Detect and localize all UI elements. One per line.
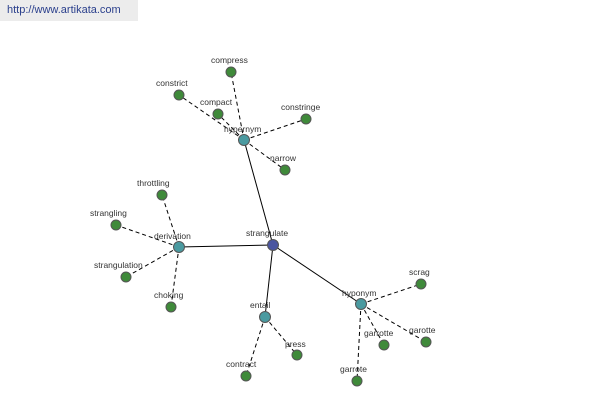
node-garrotte1[interactable] bbox=[378, 339, 390, 351]
node-label-strangulate: strangulate bbox=[246, 228, 288, 238]
node-label-garrotte1: garrotte bbox=[364, 328, 394, 338]
node-entail[interactable] bbox=[259, 311, 271, 323]
edge-derivation-strangulation bbox=[125, 246, 180, 278]
node-circle-compress[interactable] bbox=[225, 66, 237, 78]
edge-strangulate-derivation bbox=[178, 244, 274, 248]
node-strangulate[interactable] bbox=[267, 239, 279, 251]
node-label-garotte: garotte bbox=[409, 325, 436, 335]
node-circle-garrotte1[interactable] bbox=[378, 339, 390, 351]
node-strangulation[interactable] bbox=[120, 271, 132, 283]
edge-hypernym-narrow bbox=[243, 139, 286, 171]
node-circle-derivation[interactable] bbox=[173, 241, 185, 253]
node-circle-throttling[interactable] bbox=[156, 189, 168, 201]
node-label-entail: entail bbox=[250, 300, 270, 310]
edge-entail-press bbox=[264, 316, 298, 356]
node-strangling[interactable] bbox=[110, 219, 122, 231]
node-circle-scrag[interactable] bbox=[415, 278, 427, 290]
edge-hypernym-compact bbox=[217, 113, 245, 141]
node-circle-constringe[interactable] bbox=[300, 113, 312, 125]
edge-hypernym-constringe bbox=[243, 118, 307, 141]
node-derivation[interactable] bbox=[173, 241, 185, 253]
node-garrote[interactable] bbox=[351, 375, 363, 387]
node-label-press: press bbox=[285, 339, 306, 349]
node-narrow[interactable] bbox=[279, 164, 291, 176]
node-circle-constrict[interactable] bbox=[173, 89, 185, 101]
node-garotte[interactable] bbox=[420, 336, 432, 348]
url-banner[interactable]: http://www.artikata.com bbox=[0, 0, 138, 21]
edge-hypernym-constrict bbox=[178, 94, 245, 141]
edge-hyponym-garotte bbox=[360, 303, 427, 343]
node-circle-strangulate[interactable] bbox=[267, 239, 279, 251]
node-label-throttling: throttling bbox=[137, 178, 170, 188]
node-circle-entail[interactable] bbox=[259, 311, 271, 323]
node-label-strangulation: strangulation bbox=[94, 260, 143, 270]
edge-entail-contract bbox=[245, 316, 266, 377]
node-label-compress: compress bbox=[211, 55, 248, 65]
node-label-hypernym: hypernym bbox=[224, 124, 261, 134]
node-circle-garrote[interactable] bbox=[351, 375, 363, 387]
edge-strangulate-entail bbox=[264, 244, 274, 318]
node-compress[interactable] bbox=[225, 66, 237, 78]
edge-hyponym-scrag bbox=[360, 283, 422, 305]
node-hyponym[interactable] bbox=[355, 298, 367, 310]
node-label-garrote: garrote bbox=[340, 364, 367, 374]
node-throttling[interactable] bbox=[156, 189, 168, 201]
node-compact[interactable] bbox=[212, 108, 224, 120]
node-constrict[interactable] bbox=[173, 89, 185, 101]
node-label-constringe: constringe bbox=[281, 102, 320, 112]
edge-hyponym-garrotte1 bbox=[360, 303, 385, 346]
edge-derivation-throttling bbox=[161, 194, 180, 248]
node-hypernym[interactable] bbox=[238, 134, 250, 146]
edge-derivation-choking bbox=[170, 246, 180, 308]
node-label-hyponym: hyponym bbox=[342, 288, 377, 298]
node-circle-choking[interactable] bbox=[165, 301, 177, 313]
edge-strangulate-hypernym bbox=[243, 139, 274, 246]
node-label-strangling: strangling bbox=[90, 208, 127, 218]
node-choking[interactable] bbox=[165, 301, 177, 313]
node-scrag[interactable] bbox=[415, 278, 427, 290]
graph-labels: strangulate hypernym derivation entail hypon… bbox=[90, 55, 436, 374]
node-contract[interactable] bbox=[240, 370, 252, 382]
node-press[interactable] bbox=[291, 349, 303, 361]
node-label-contract: contract bbox=[226, 359, 257, 369]
node-label-constrict: constrict bbox=[156, 78, 188, 88]
node-label-narrow: narrow bbox=[270, 153, 297, 163]
node-circle-compact[interactable] bbox=[212, 108, 224, 120]
node-circle-hyponym[interactable] bbox=[355, 298, 367, 310]
node-label-derivation: derivation bbox=[154, 231, 191, 241]
node-circle-garotte[interactable] bbox=[420, 336, 432, 348]
node-circle-hypernym[interactable] bbox=[238, 134, 250, 146]
edge-hypernym-compress bbox=[230, 71, 245, 141]
node-circle-narrow[interactable] bbox=[279, 164, 291, 176]
node-circle-press[interactable] bbox=[291, 349, 303, 361]
node-circle-strangling[interactable] bbox=[110, 219, 122, 231]
node-circle-contract[interactable] bbox=[240, 370, 252, 382]
node-circle-strangulation[interactable] bbox=[120, 271, 132, 283]
node-label-compact: compact bbox=[200, 97, 233, 107]
node-constringe[interactable] bbox=[300, 113, 312, 125]
node-label-choking: choking bbox=[154, 290, 184, 300]
edge-strangulate-hyponym bbox=[272, 244, 362, 305]
edge-hyponym-garrote bbox=[356, 303, 362, 382]
node-label-scrag: scrag bbox=[409, 267, 430, 277]
graph-edges bbox=[115, 71, 427, 382]
graph-nodes bbox=[110, 66, 432, 387]
